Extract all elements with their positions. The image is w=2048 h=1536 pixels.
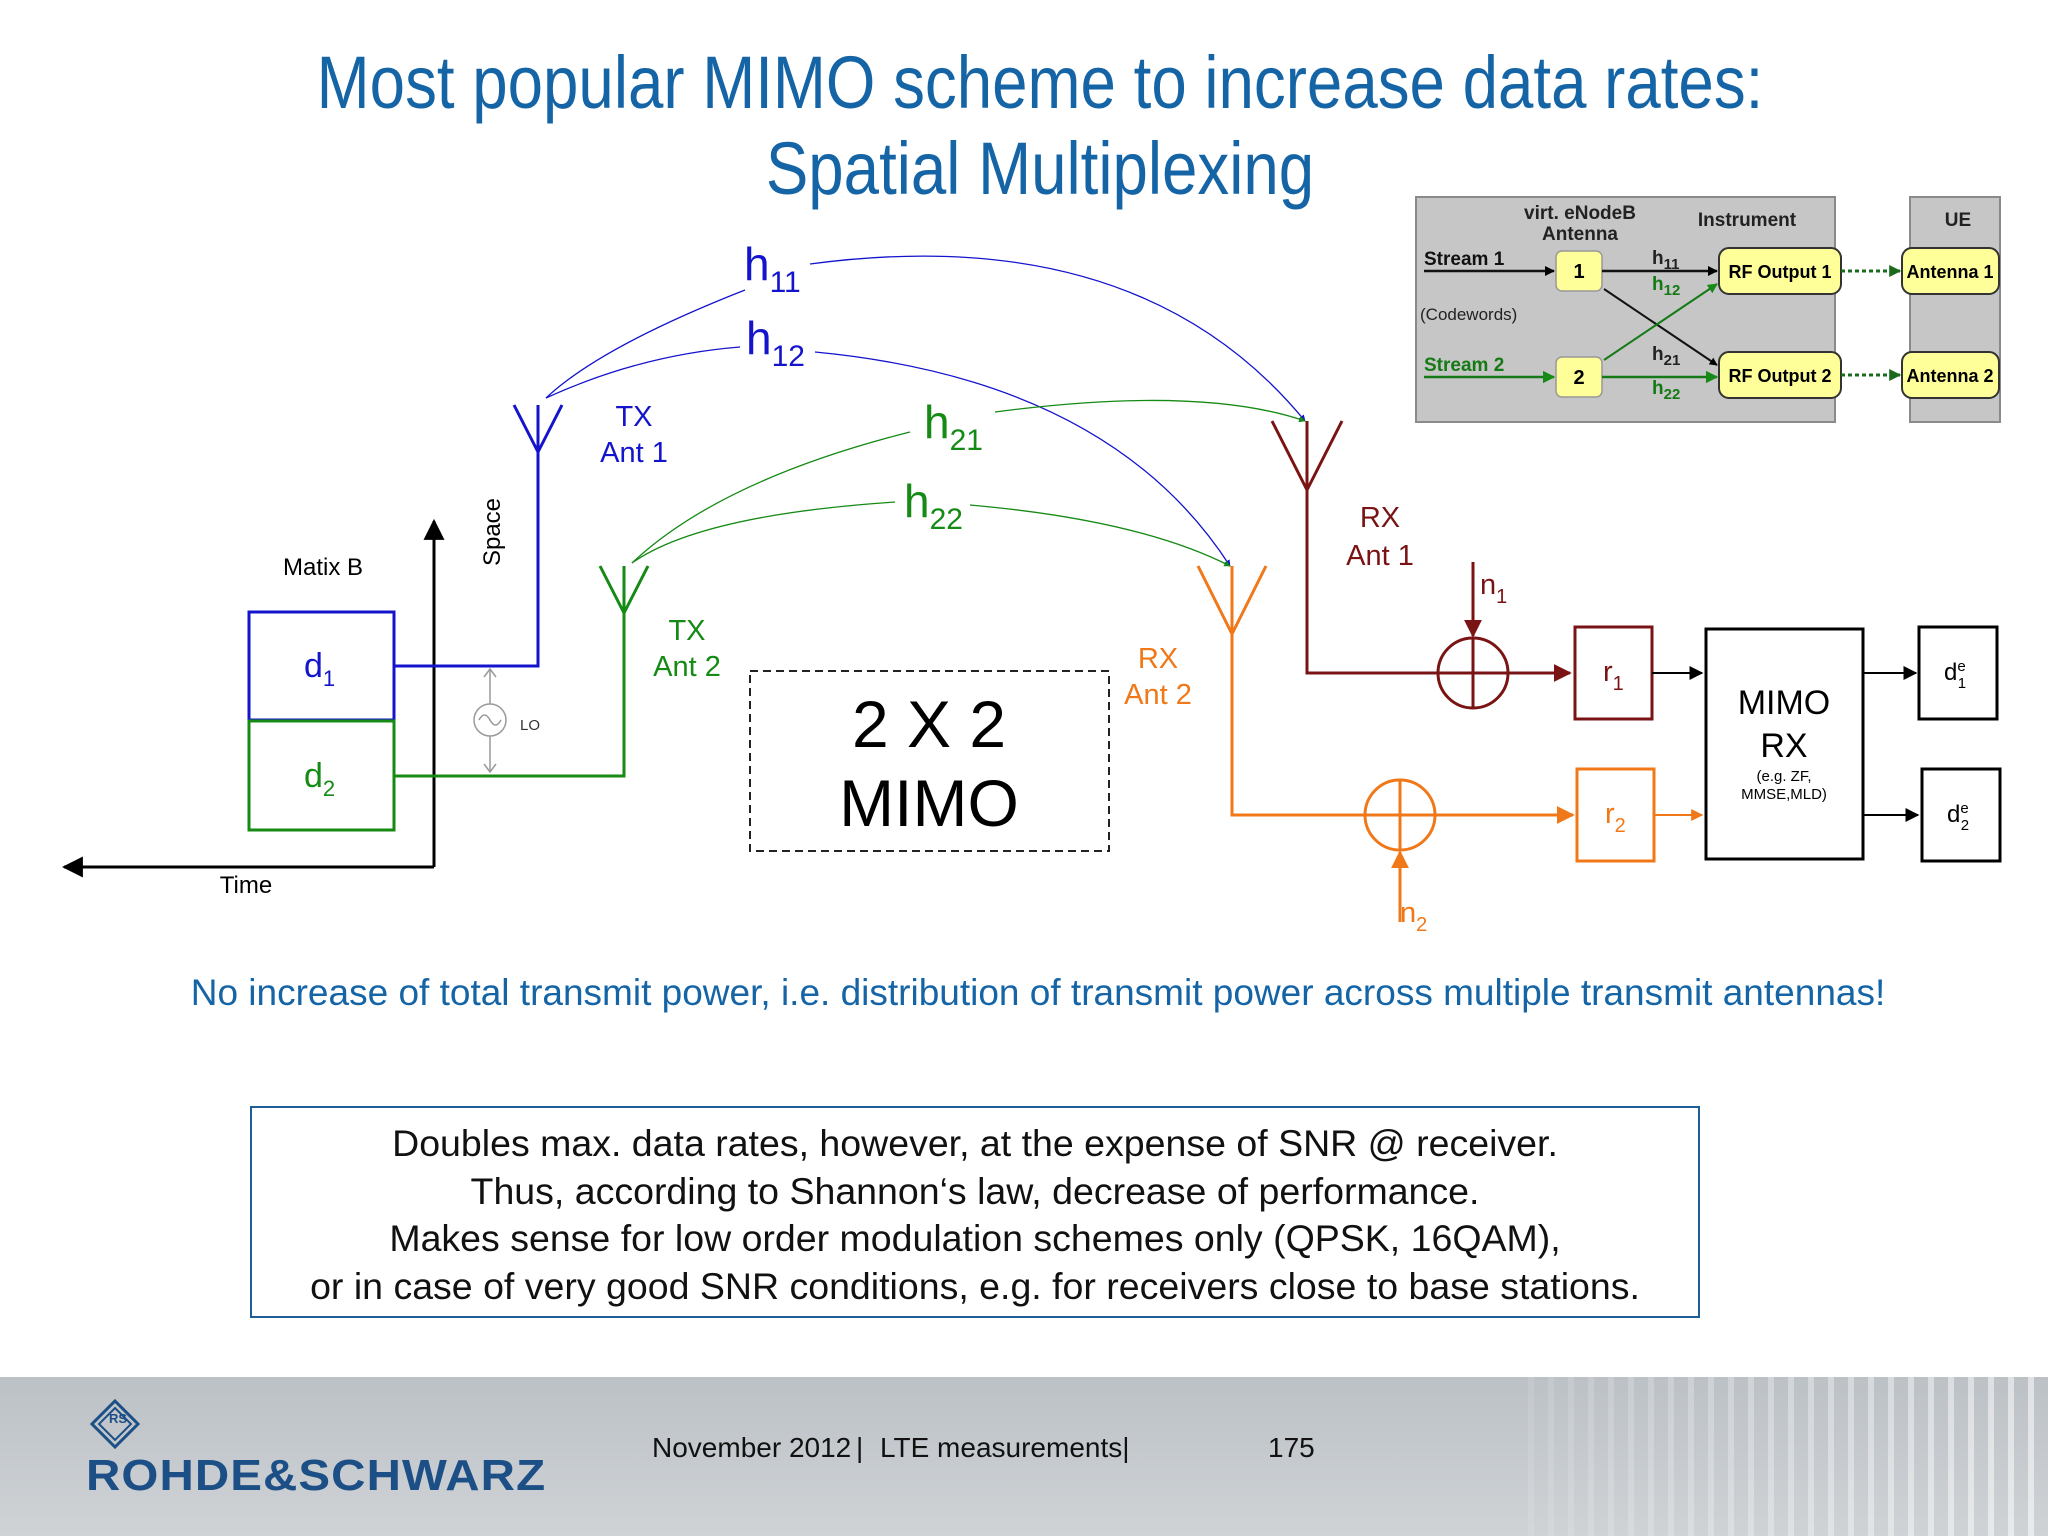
rx2-adder-icon [1363, 778, 1437, 852]
mimo-2x2-box [749, 670, 1110, 852]
inset-col-virt-line-2: Antenna [1542, 224, 1618, 245]
h22-label: h22 [904, 475, 963, 536]
lo-oscillator [473, 667, 507, 774]
rx1-antenna-icon [1270, 420, 1344, 491]
matrix-label: Matix B [283, 554, 363, 581]
channel-h22-arc [631, 501, 1230, 566]
r2-box [1575, 767, 1656, 863]
inset-setup-diagram: virt. eNodeB Antenna Instrument UE Strea… [1415, 196, 2001, 423]
inset-h22: h22 [1652, 378, 1680, 403]
footer-date: November 2012 [652, 1432, 852, 1463]
h11-label: h11 [744, 238, 801, 299]
channel-h21-arc [631, 399, 1305, 564]
inset-col-ue: UE [1945, 210, 1971, 231]
de1-box [1917, 625, 1999, 721]
tx2-feed-line [394, 613, 626, 778]
summary-line-2: Thus, according to Shannon‘s law, decrea… [470, 1169, 1480, 1212]
r1-label: r1 [1603, 656, 1624, 695]
inset-ue-antenna-2 [1901, 351, 2000, 399]
summary-box: Doubles max. data rates, however, at the… [250, 1106, 1700, 1318]
n2-label: n2 [1400, 897, 1427, 936]
footer-separator: | [856, 1432, 864, 1463]
rx2-label-line-1: RX [1138, 643, 1178, 675]
brand-wordmark: ROHDE&SCHWARZ [86, 1451, 547, 1500]
rx2-antenna-icon [1196, 565, 1268, 635]
tx1-antenna-icon [512, 404, 564, 453]
tx2-antenna-icon [598, 565, 650, 614]
tx1-feed-line [394, 452, 540, 668]
mimo-rx-box [1704, 627, 1865, 861]
space-time-axes [61, 518, 445, 878]
inset-stream-1: Stream 1 [1424, 249, 1505, 270]
slide-title-line-1: Most popular MIMO scheme to increase dat… [316, 41, 1764, 124]
summary-line-3: Makes sense for low order modulation sch… [389, 1217, 1561, 1259]
footer-topic: LTE measurements| [880, 1432, 1130, 1463]
mimo-rx-label-line-1: MIMO [1738, 684, 1831, 722]
inset-h21: h21 [1652, 344, 1680, 369]
inset-col-virt-line-1: virt. eNodeB [1524, 203, 1636, 224]
h12-label: h12 [746, 312, 805, 373]
rx1-label-line-1: RX [1360, 502, 1400, 534]
tx2-label-line-2: Ant 2 [653, 651, 721, 683]
rx1-signal-path [1305, 490, 1572, 682]
h21-label: h21 [924, 396, 983, 457]
inset-port-1-label: 1 [1573, 261, 1584, 283]
channel-h12-arc [545, 346, 1230, 566]
inset-col-instrument: Instrument [1698, 210, 1797, 231]
slide-footer: RS ROHDE&SCHWARZ November 2012 | LTE mea… [0, 1377, 2048, 1536]
lo-label: LO [520, 717, 540, 734]
axis-time-label: Time [220, 872, 272, 899]
rx2-signal-path [1230, 634, 1575, 824]
mimo-rx-label-line-3: (e.g. ZF, [1756, 768, 1811, 785]
n1-label: n1 [1480, 569, 1507, 608]
inset-h12: h12 [1652, 274, 1680, 299]
inset-rf-output-2-label: RF Output 2 [1729, 366, 1832, 386]
summary-line-1: Doubles max. data rates, however, at the… [392, 1122, 1558, 1164]
inset-ue-antenna-1-label: Antenna 1 [1906, 262, 1993, 282]
tx1-label-line-1: TX [615, 401, 652, 433]
channel-h11-arc [545, 255, 1305, 421]
inset-h11: h11 [1652, 248, 1679, 273]
summary-line-4: or in case of very good SNR conditions, … [310, 1264, 1640, 1307]
rx2-label-line-2: Ant 2 [1124, 679, 1192, 711]
transmit-power-note: No increase of total transmit power, i.e… [190, 972, 1886, 1013]
de2-box [1920, 767, 2002, 863]
inset-ue-antenna-2-label: Antenna 2 [1906, 366, 1993, 386]
inset-ue-antenna-1 [1901, 247, 2000, 295]
d2-label: d2 [304, 757, 335, 801]
inset-codewords: (Codewords) [1420, 305, 1517, 324]
tx2-label-line-1: TX [668, 615, 705, 647]
mimo-2x2-label-line-1: 2 X 2 [852, 687, 1006, 761]
mimo-2x2-label-line-2: MIMO [839, 766, 1019, 840]
tx1-label-line-2: Ant 1 [600, 437, 668, 469]
inset-stream-2: Stream 2 [1424, 355, 1504, 376]
r2-label: r2 [1605, 798, 1626, 837]
logo-letters: RS [109, 1411, 127, 1426]
d1-label: d1 [304, 647, 335, 691]
inset-rf-output-1-label: RF Output 1 [1729, 262, 1832, 282]
axis-space-label: Space [479, 498, 506, 566]
inset-port-2-label: 2 [1573, 367, 1584, 389]
footer-stripes [1528, 1377, 2048, 1536]
mimo-rx-label-line-2: RX [1760, 727, 1807, 765]
page-number: 175 [1268, 1432, 1315, 1463]
mimo-rx-label-line-4: MMSE,MLD) [1741, 786, 1827, 803]
rohde-schwarz-logo-icon: RS [90, 1399, 140, 1449]
slide-title-line-2: Spatial Multiplexing [765, 127, 1315, 210]
rx1-label-line-2: Ant 1 [1346, 540, 1414, 572]
rx1-adder-icon [1436, 636, 1510, 710]
